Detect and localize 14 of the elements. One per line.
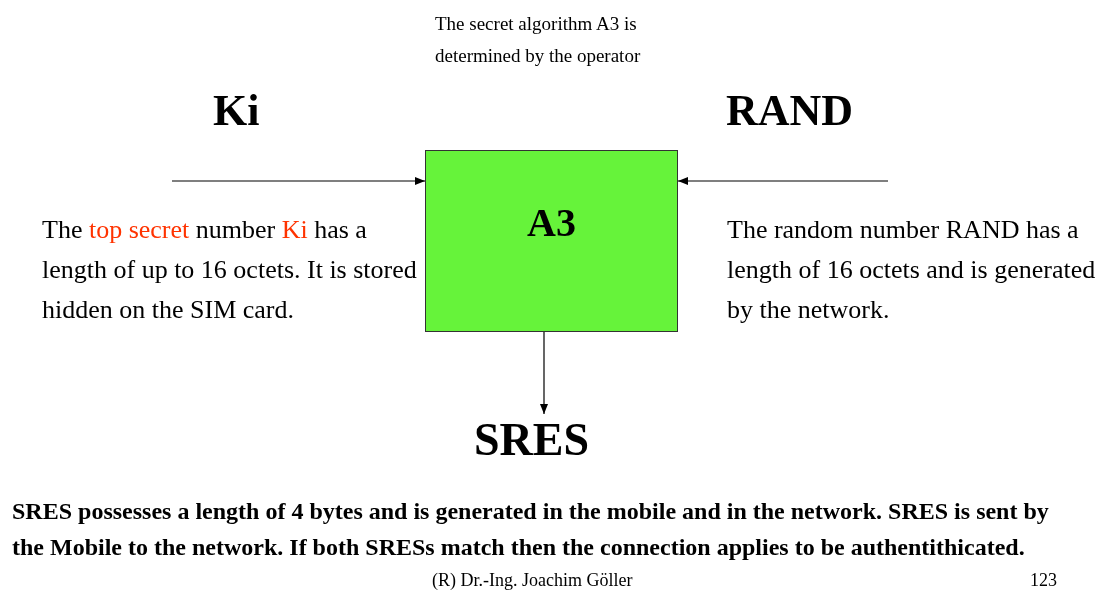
box-label: A3 — [527, 199, 576, 246]
note-text: The secret algorithm A3 is determined by the operator — [435, 12, 642, 68]
description-text: The random number RAND has a length of 16 octets and is generated by the network. — [727, 214, 1097, 326]
input-label: Ki — [213, 86, 261, 136]
description-text: SRES possesses a length of 4 bytes and is generated in the mobile and in the network. SRES is sent by the Mobile to the network. If both SRESs match then the connection applies to be authentithicated. — [12, 497, 1050, 562]
input-label: RAND — [726, 86, 855, 136]
arrow — [171, 177, 426, 185]
description-text: The top secret number Ki has a length of up to 16 octets. It is stored hidden on the SIM card. — [42, 214, 418, 326]
output-label: SRES — [474, 414, 590, 465]
page-number: 123 — [1030, 569, 1058, 592]
arrow — [677, 177, 889, 185]
arrow — [540, 331, 548, 415]
algorithm-box — [425, 150, 678, 332]
footer-text: (R) Dr.-Ing. Joachim Göller — [432, 569, 634, 592]
